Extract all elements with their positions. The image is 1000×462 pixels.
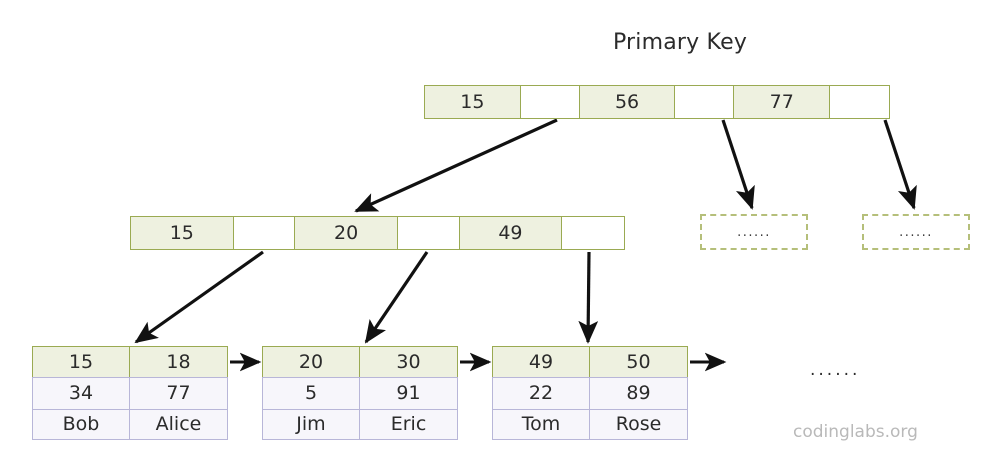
root-index-node[interactable]: 15 56 77 <box>424 85 890 119</box>
arrow-root-to-dashed-2 <box>883 119 917 210</box>
internal-index-node[interactable]: 15 20 49 <box>130 216 625 250</box>
leaf-name-cell[interactable]: Jim <box>263 409 360 439</box>
leaf-value-cell[interactable]: 89 <box>590 378 687 409</box>
leaf-value-row: 22 89 <box>492 377 688 409</box>
leaf-value-cell[interactable]: 77 <box>130 378 227 409</box>
leaf-key-cell[interactable]: 18 <box>130 347 227 378</box>
arrow-internal-to-leaf-1 <box>364 251 429 344</box>
leaf-key-cell[interactable]: 15 <box>33 347 130 378</box>
watermark: codinglabs.org <box>793 422 918 442</box>
internal-key-cell-1[interactable]: 20 <box>295 217 398 249</box>
internal-pointer-cell-0[interactable] <box>233 217 296 249</box>
placeholder-node-2: ...... <box>862 214 970 250</box>
leaf-name-cell[interactable]: Alice <box>130 409 227 439</box>
leaf-value-cell[interactable]: 5 <box>263 378 360 409</box>
placeholder-node-1: ...... <box>700 214 808 250</box>
leaf-name-cell[interactable]: Bob <box>33 409 130 439</box>
leaf-name-cell[interactable]: Eric <box>360 409 457 439</box>
leaf-value-cell[interactable]: 34 <box>33 378 130 409</box>
leaf-name-cell[interactable]: Tom <box>493 409 590 439</box>
leaf-node[interactable]: 20 30 5 91 Jim Eric <box>262 346 458 440</box>
trailing-ellipsis: ...... <box>810 360 861 380</box>
root-key-cell-0[interactable]: 15 <box>425 86 521 118</box>
leaf-key-row: 15 18 <box>32 346 228 378</box>
leaf-value-cell[interactable]: 91 <box>360 378 457 409</box>
root-key-cell-2[interactable]: 77 <box>734 86 831 118</box>
internal-key-cell-2[interactable]: 49 <box>459 217 563 249</box>
arrow-internal-to-leaf-2 <box>578 251 599 344</box>
leaf-value-cell[interactable]: 22 <box>493 378 590 409</box>
internal-pointer-cell-2[interactable] <box>562 217 624 249</box>
arrow-root-to-internal <box>354 118 558 213</box>
arrow-internal-to-leaf-0 <box>134 250 264 344</box>
leaf-name-row: Jim Eric <box>262 408 458 440</box>
leaf-node[interactable]: 15 18 34 77 Bob Alice <box>32 346 228 440</box>
leaf-value-row: 34 77 <box>32 377 228 409</box>
leaf-key-cell[interactable]: 20 <box>263 347 360 378</box>
root-pointer-cell-2[interactable] <box>830 86 890 118</box>
leaf-key-row: 20 30 <box>262 346 458 378</box>
root-key-cell-1[interactable]: 56 <box>579 86 676 118</box>
leaf-key-row: 49 50 <box>492 346 688 378</box>
leaf-node[interactable]: 49 50 22 89 Tom Rose <box>492 346 688 440</box>
leaf-key-cell[interactable]: 30 <box>360 347 457 378</box>
page-title: Primary Key <box>612 30 748 55</box>
root-pointer-cell-0[interactable] <box>520 86 580 118</box>
leaf-name-cell[interactable]: Rose <box>590 409 687 439</box>
internal-key-cell-0[interactable]: 15 <box>131 217 234 249</box>
root-pointer-cell-1[interactable] <box>675 86 735 118</box>
leaf-name-row: Tom Rose <box>492 408 688 440</box>
leaf-key-cell[interactable]: 49 <box>493 347 590 378</box>
leaf-name-row: Bob Alice <box>32 408 228 440</box>
leaf-key-cell[interactable]: 50 <box>590 347 687 378</box>
arrow-root-to-dashed-1 <box>721 119 755 210</box>
internal-pointer-cell-1[interactable] <box>397 217 460 249</box>
leaf-value-row: 5 91 <box>262 377 458 409</box>
